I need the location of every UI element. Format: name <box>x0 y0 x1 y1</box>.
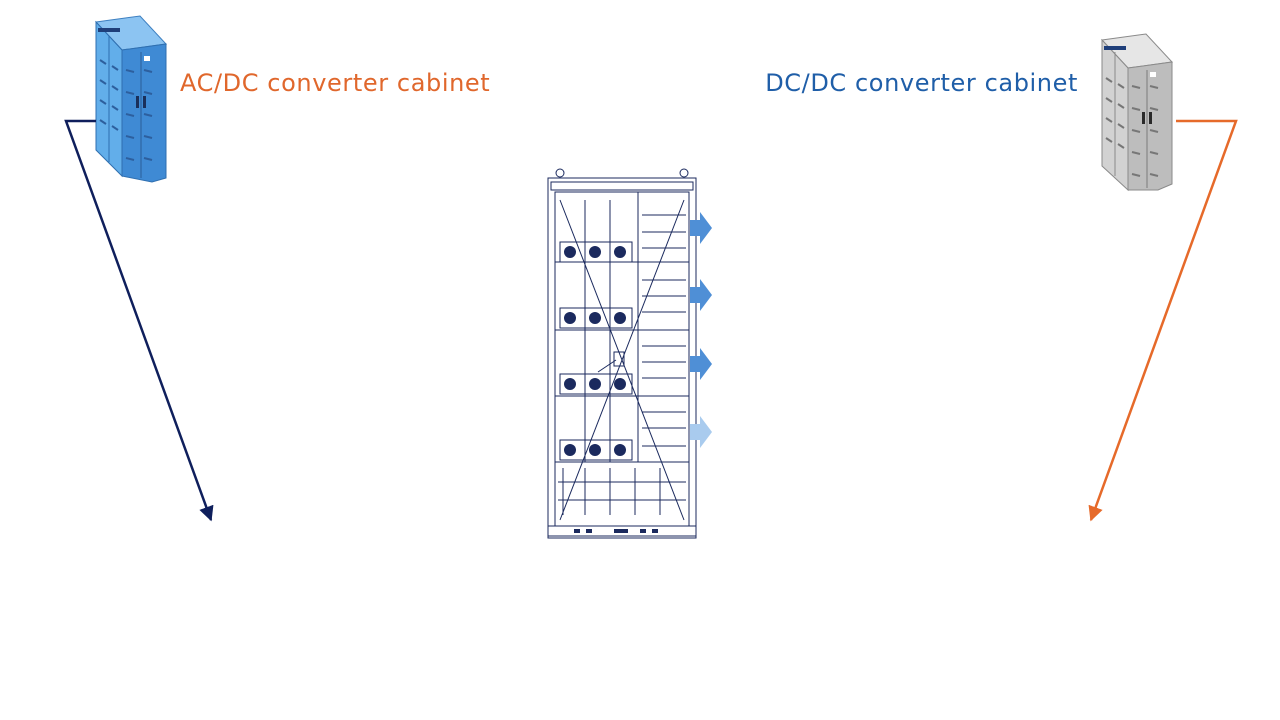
battery-rack-icon <box>547 168 697 539</box>
rack-fans <box>559 241 658 533</box>
dc-dc-cabinet-icon <box>1100 33 1174 192</box>
dc-dc-cabinet-label: DC/DC converter cabinet <box>765 69 1078 97</box>
dc-flow-arrow <box>1088 119 1238 522</box>
ac-dc-cabinet-label: AC/DC converter cabinet <box>180 69 491 97</box>
ac-dc-cabinet-icon <box>94 15 168 183</box>
airflow-arrows <box>690 212 712 448</box>
ac-flow-arrow <box>64 119 214 522</box>
